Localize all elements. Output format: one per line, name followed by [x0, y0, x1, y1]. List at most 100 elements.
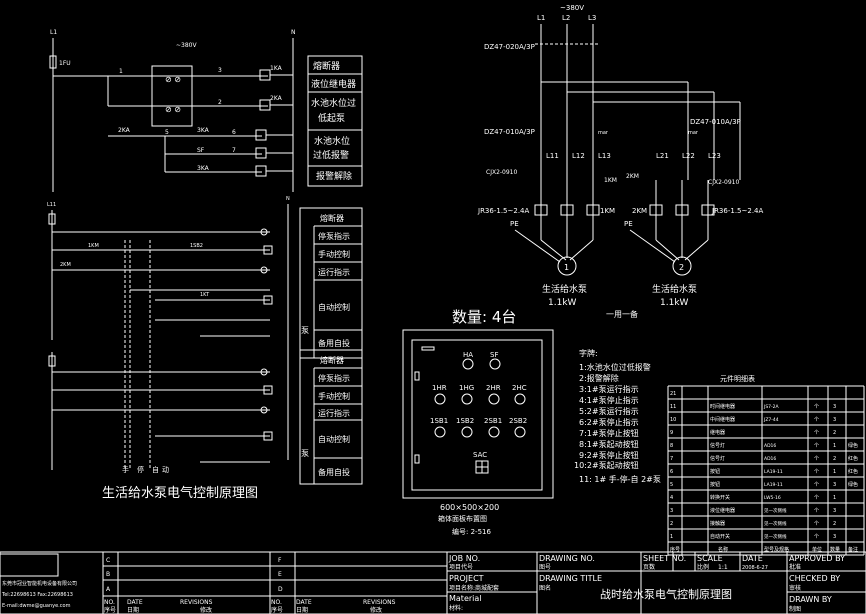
svg-text:NO.: NO.	[104, 599, 115, 606]
svg-text:6:2#泵停止指示: 6:2#泵停止指示	[579, 417, 639, 427]
svg-text:7:1#泵停止按钮: 7:1#泵停止按钮	[579, 428, 639, 438]
svg-text:1: 1	[119, 68, 123, 75]
svg-text:1KM: 1KM	[88, 243, 99, 249]
header-no: 序号	[670, 546, 680, 553]
component-model: 见一次侧线	[764, 520, 787, 527]
svg-text:L11: L11	[546, 152, 559, 160]
motor-1	[557, 256, 577, 276]
component-unit: 个	[814, 482, 819, 488]
component-qty: 1	[833, 469, 836, 475]
svg-text:L23: L23	[708, 152, 721, 160]
pump2-control-circuit: 手 停 自 动	[48, 352, 273, 474]
component-note: 绿色	[848, 442, 858, 449]
component-no: 8	[670, 443, 673, 449]
svg-text:DZ47-020A/3P: DZ47-020A/3P	[484, 43, 535, 51]
svg-text:2KM: 2KM	[626, 173, 639, 180]
svg-text:PE: PE	[510, 220, 519, 228]
svg-text:备用自投: 备用自投	[318, 467, 350, 477]
svg-text:9:2#泵停止按钮: 9:2#泵停止按钮	[579, 450, 639, 460]
svg-text:CHECKED BY: CHECKED BY	[789, 574, 840, 583]
svg-text:泵: 泵	[301, 449, 309, 458]
svg-text:1KM: 1KM	[600, 207, 615, 215]
component-no: 4	[670, 495, 673, 501]
svg-text:2SB1: 2SB1	[484, 417, 502, 425]
fuse-1fu	[49, 55, 57, 69]
svg-text:1KA: 1KA	[270, 65, 283, 72]
svg-text:L2: L2	[562, 14, 570, 22]
svg-text:材料:: 材料:	[449, 604, 463, 612]
svg-text:L11: L11	[47, 202, 56, 208]
svg-text:L13: L13	[598, 152, 611, 160]
svg-text:Material: Material	[449, 594, 482, 603]
component-name: 中间继电器	[710, 416, 735, 423]
svg-text:JR36-1.5~2.4A: JR36-1.5~2.4A	[711, 207, 763, 215]
svg-text:2: 2	[218, 99, 222, 106]
svg-text:L22: L22	[682, 152, 695, 160]
svg-text:N: N	[286, 196, 290, 202]
svg-text:日期: 日期	[127, 606, 139, 614]
component-qty: 3	[833, 508, 836, 514]
component-no: 9	[670, 430, 673, 436]
header-qty: 数量	[830, 546, 840, 553]
svg-text:水池水位过: 水池水位过	[311, 97, 356, 109]
component-no: 6	[670, 469, 673, 475]
svg-text:DRAWING TITLE: DRAWING TITLE	[539, 574, 602, 583]
svg-text:批准: 批准	[789, 563, 801, 571]
component-unit: 个	[814, 508, 819, 514]
component-model: JZ7-44	[763, 417, 779, 423]
svg-text:3KA: 3KA	[197, 165, 210, 172]
svg-text:箱体面板布置图: 箱体面板布置图	[438, 514, 487, 523]
pump2-label-table: 熔断器 停泵指示 手动控制 运行指示 自动控制 备用自投 泵	[299, 349, 363, 485]
svg-text:日期: 日期	[296, 606, 308, 614]
svg-text:B: B	[106, 571, 110, 578]
component-name: 信号灯	[710, 455, 725, 462]
svg-text:F: F	[278, 557, 282, 564]
svg-text:备用自投: 备用自投	[318, 338, 350, 348]
svg-text:⊘ ⊘: ⊘ ⊘	[165, 75, 181, 84]
component-unit: 个	[814, 521, 819, 527]
component-unit: 个	[814, 456, 819, 462]
component-name: 信号灯	[710, 442, 725, 449]
svg-text:运行指示: 运行指示	[318, 267, 350, 277]
svg-text:~380V: ~380V	[560, 4, 584, 12]
svg-text:DATE: DATE	[127, 599, 143, 606]
svg-text:2008-6-27: 2008-6-27	[742, 565, 768, 571]
svg-text:REVISIONS: REVISIONS	[180, 599, 213, 606]
svg-text:自动控制: 自动控制	[318, 302, 350, 312]
svg-text:6: 6	[232, 129, 236, 136]
svg-text:SF: SF	[197, 147, 205, 154]
svg-text:项目代号: 项目代号	[449, 563, 473, 571]
component-model: 见一次侧线	[764, 533, 787, 540]
component-unit: 个	[814, 534, 819, 540]
svg-text:3KA: 3KA	[197, 127, 210, 134]
svg-text:E: E	[278, 571, 282, 578]
svg-text:水池水位: 水池水位	[314, 135, 350, 147]
svg-text:2: 2	[679, 263, 684, 272]
svg-text:2KA: 2KA	[270, 95, 283, 102]
svg-text:2KM: 2KM	[632, 207, 647, 215]
svg-text:mar: mar	[688, 130, 699, 136]
component-unit: 个	[814, 443, 819, 449]
svg-text:L12: L12	[572, 152, 585, 160]
svg-text:动: 动	[162, 465, 169, 474]
component-note: 红色	[848, 455, 858, 462]
svg-text:NO.: NO.	[271, 599, 282, 606]
component-qty: 2	[833, 521, 836, 527]
svg-text:1SB2: 1SB2	[456, 417, 474, 425]
svg-text:3:1#泵运行指示: 3:1#泵运行指示	[579, 384, 639, 394]
svg-text:停泵指示: 停泵指示	[318, 231, 350, 241]
component-model: LA19-11	[764, 482, 783, 488]
component-no: 3	[670, 508, 673, 514]
component-model: 见一次侧线	[764, 507, 787, 514]
svg-text:1: 1	[564, 263, 569, 272]
svg-text:3: 3	[218, 67, 222, 74]
svg-text:审核: 审核	[789, 584, 801, 592]
svg-text:手动控制: 手动控制	[318, 391, 350, 401]
svg-text:PROJECT: PROJECT	[449, 574, 484, 583]
svg-text:运行指示: 运行指示	[318, 408, 350, 418]
svg-text:⊘ ⊘: ⊘ ⊘	[165, 105, 181, 114]
component-qty: 1	[833, 443, 836, 449]
svg-text:2HC: 2HC	[512, 384, 527, 392]
svg-text:泵: 泵	[301, 326, 309, 335]
